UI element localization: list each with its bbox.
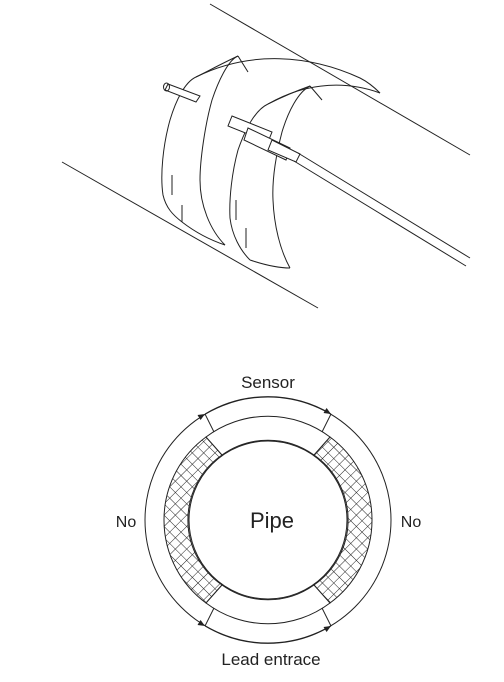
lead-dimension-arc xyxy=(197,619,332,644)
label-no-left: No xyxy=(116,514,137,531)
sensor-probe-left xyxy=(163,82,201,103)
pipe-bottom-edge xyxy=(61,161,319,309)
pipe-top-edge xyxy=(209,3,471,156)
sensor-dimension-arc xyxy=(197,396,332,421)
lead-cable xyxy=(293,152,471,267)
cross-section-view: Sensor No No Pipe Lead entrace xyxy=(116,373,422,669)
pipe-circle xyxy=(188,440,348,600)
right-strap xyxy=(229,85,311,269)
label-lead-entrace: Lead entrace xyxy=(221,650,320,669)
left-strap xyxy=(161,55,239,246)
label-pipe: Pipe xyxy=(250,508,294,533)
label-sensor: Sensor xyxy=(241,373,295,392)
label-no-right: No xyxy=(401,514,422,531)
pipe-isometric-view xyxy=(61,3,471,309)
sensor-body xyxy=(227,115,301,163)
